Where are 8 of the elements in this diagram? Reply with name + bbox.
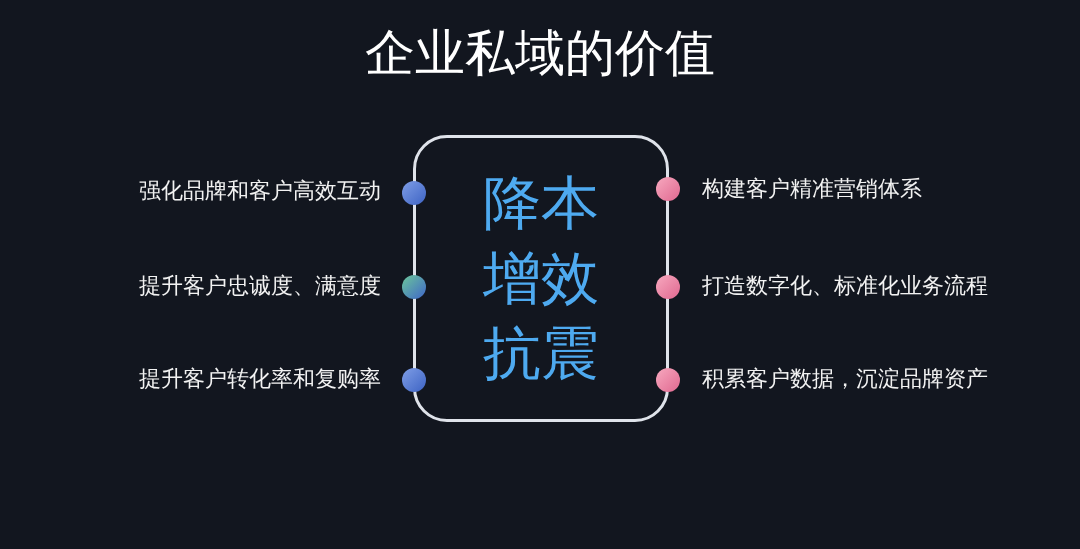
benefit-text: 提升客户转化率和复购率 xyxy=(139,365,381,393)
benefit-text: 打造数字化、标准化业务流程 xyxy=(702,272,988,300)
benefit-text: 积累客户数据，沉淀品牌资产 xyxy=(702,365,988,393)
core-value-text: 降本增效抗震 xyxy=(482,168,600,389)
title: 企业私域的价值 xyxy=(365,23,715,84)
benefit-text: 构建客户精准营销体系 xyxy=(702,175,922,203)
benefit-text: 提升客户忠诚度、满意度 xyxy=(139,272,381,300)
benefit-text: 强化品牌和客户高效互动 xyxy=(139,177,381,205)
